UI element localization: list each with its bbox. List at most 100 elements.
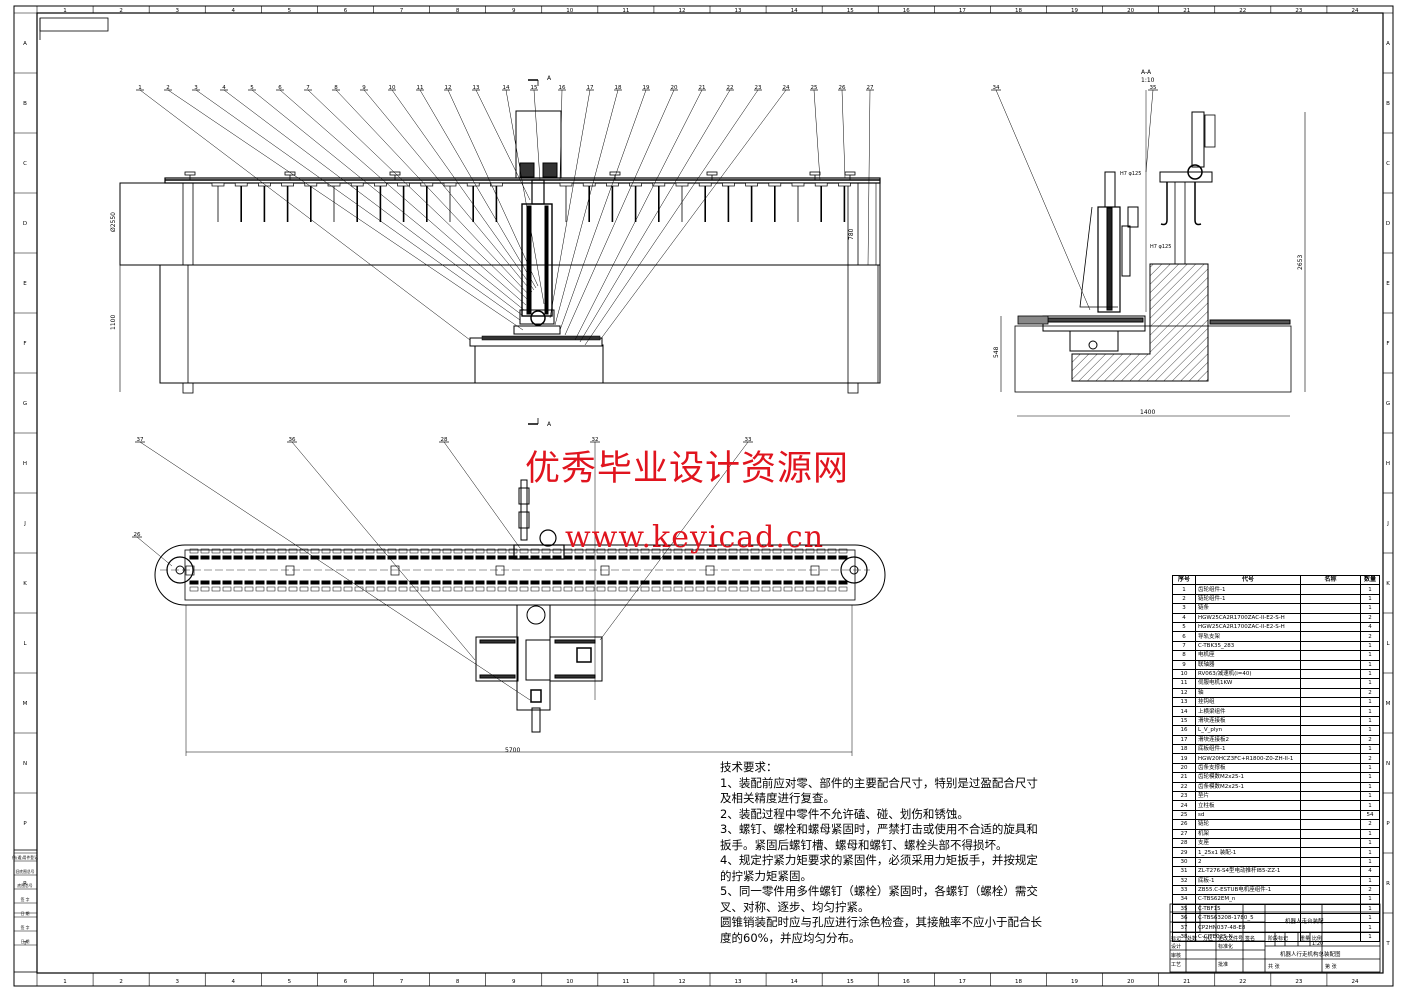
bom-qty: 1 bbox=[1360, 725, 1380, 736]
zone-col-label: 4 bbox=[232, 8, 236, 14]
leader-line bbox=[447, 89, 539, 287]
bom-no: 7 bbox=[1172, 640, 1196, 652]
tb-scale-value: 1:20 bbox=[1312, 941, 1323, 947]
leader-line bbox=[995, 89, 1091, 311]
bom-name bbox=[1300, 847, 1361, 858]
bom-code: 垫片 bbox=[1195, 790, 1301, 802]
zone-col-label: 6 bbox=[344, 979, 348, 985]
bom-qty: 1 bbox=[1360, 913, 1380, 924]
bom-name bbox=[1300, 603, 1361, 614]
bom-code: 1_25x1 装配-1 bbox=[1195, 847, 1301, 858]
bom-no: 11 bbox=[1172, 678, 1196, 689]
leader-line bbox=[564, 89, 675, 336]
bom-qty: 4 bbox=[1360, 621, 1380, 633]
bom-code: 伺服电机1KW bbox=[1195, 678, 1301, 689]
part-balloon: 16 bbox=[559, 85, 566, 91]
zone-col-label: 3 bbox=[175, 8, 179, 14]
drawing-number-box bbox=[39, 17, 109, 32]
bom-qty: 2 bbox=[1360, 612, 1380, 623]
concrete-foundation bbox=[1071, 263, 1209, 382]
bom-code: 链轮 bbox=[1195, 819, 1301, 830]
bom-code: ZB55.C-ESTUB电机座组件-1 bbox=[1195, 884, 1301, 896]
left-strip-label: 日 期 bbox=[21, 911, 30, 916]
part-balloon: 1 bbox=[138, 85, 142, 91]
leader-line bbox=[867, 89, 871, 266]
bom-name bbox=[1300, 884, 1361, 896]
zone-col-label: 12 bbox=[678, 979, 685, 985]
bom-qty: 1 bbox=[1360, 650, 1380, 661]
bom-name bbox=[1300, 913, 1361, 924]
zone-row-label: D bbox=[1386, 221, 1390, 227]
zone-row-label: P bbox=[23, 821, 27, 827]
bom-no: 32 bbox=[1172, 875, 1196, 886]
bom-qty: 1 bbox=[1360, 603, 1380, 614]
part-balloon: 23 bbox=[755, 85, 762, 91]
bom-name bbox=[1300, 790, 1361, 802]
zone-col-label: 1 bbox=[63, 8, 67, 14]
bom-name bbox=[1300, 875, 1361, 886]
watermark-url: www.keyicad.cn bbox=[565, 520, 825, 555]
bom-qty: 1 bbox=[1360, 931, 1380, 943]
leader-line bbox=[335, 89, 531, 297]
leader-line bbox=[505, 89, 545, 305]
bom-no: 13 bbox=[1172, 697, 1196, 708]
zone-col-label: 14 bbox=[791, 8, 798, 14]
bom-name bbox=[1300, 762, 1361, 774]
zone-row-label: T bbox=[22, 941, 27, 947]
bom-name bbox=[1300, 593, 1361, 605]
bom-no: 20 bbox=[1172, 762, 1196, 774]
bom-name bbox=[1300, 659, 1361, 670]
bom-code: 导轨支架 bbox=[1195, 631, 1301, 642]
bom-name bbox=[1300, 922, 1361, 933]
zone-col-label: 11 bbox=[622, 979, 629, 985]
bom-name bbox=[1300, 631, 1361, 642]
bom-name bbox=[1300, 697, 1361, 708]
part-balloon: 18 bbox=[615, 85, 622, 91]
zone-col-label: 23 bbox=[1295, 979, 1302, 985]
bom-code: 联轴器 bbox=[1195, 659, 1301, 670]
zone-row-label: B bbox=[23, 101, 27, 107]
leader-line bbox=[443, 441, 521, 549]
bom-name bbox=[1300, 819, 1361, 830]
zone-col-label: 10 bbox=[566, 8, 573, 14]
bom-code: C-CJTE025-N bbox=[1195, 931, 1301, 943]
zone-grid: 1122334455667788991010111112121313141415… bbox=[14, 6, 1393, 986]
bom-code: 电机座 bbox=[1195, 650, 1301, 661]
bom-code: 底板-1 bbox=[1195, 875, 1301, 886]
leader-line bbox=[279, 89, 527, 306]
zone-col-label: 6 bbox=[344, 8, 348, 14]
leader-line bbox=[475, 89, 531, 201]
part-balloon: 20 bbox=[671, 85, 678, 91]
bom-qty: 1 bbox=[1360, 903, 1380, 915]
bom-qty: 1 bbox=[1360, 584, 1380, 595]
technical-requirements: 技术要求： 1、装配前应对零、部件的主要配合尺寸，特别是过盈配合尺寸及相关精度进… bbox=[720, 760, 1042, 946]
bom-qty: 1 bbox=[1360, 772, 1380, 783]
zone-row-label: M bbox=[1386, 701, 1391, 707]
bom-qty: 1 bbox=[1360, 875, 1380, 886]
tb-process: 工艺 bbox=[1171, 962, 1181, 968]
bom-no: 35 bbox=[1172, 903, 1196, 915]
bom-name bbox=[1300, 650, 1361, 661]
part-balloon: 36 bbox=[289, 437, 296, 443]
zone-row-label: A bbox=[23, 41, 27, 47]
leader-line bbox=[167, 89, 524, 331]
leader-line bbox=[574, 89, 703, 341]
zone-col-label: 19 bbox=[1071, 979, 1078, 985]
zone-col-label: 17 bbox=[959, 979, 966, 985]
part-balloon: 6 bbox=[278, 85, 282, 91]
zone-col-label: 15 bbox=[847, 8, 854, 14]
zone-col-label: 18 bbox=[1015, 979, 1022, 985]
leader-line bbox=[291, 441, 476, 661]
bom-no: 26 bbox=[1172, 819, 1196, 830]
zone-row-label: K bbox=[1386, 581, 1390, 587]
tech-requirement-line: 度的60%，并应均匀分布。 bbox=[720, 930, 861, 945]
